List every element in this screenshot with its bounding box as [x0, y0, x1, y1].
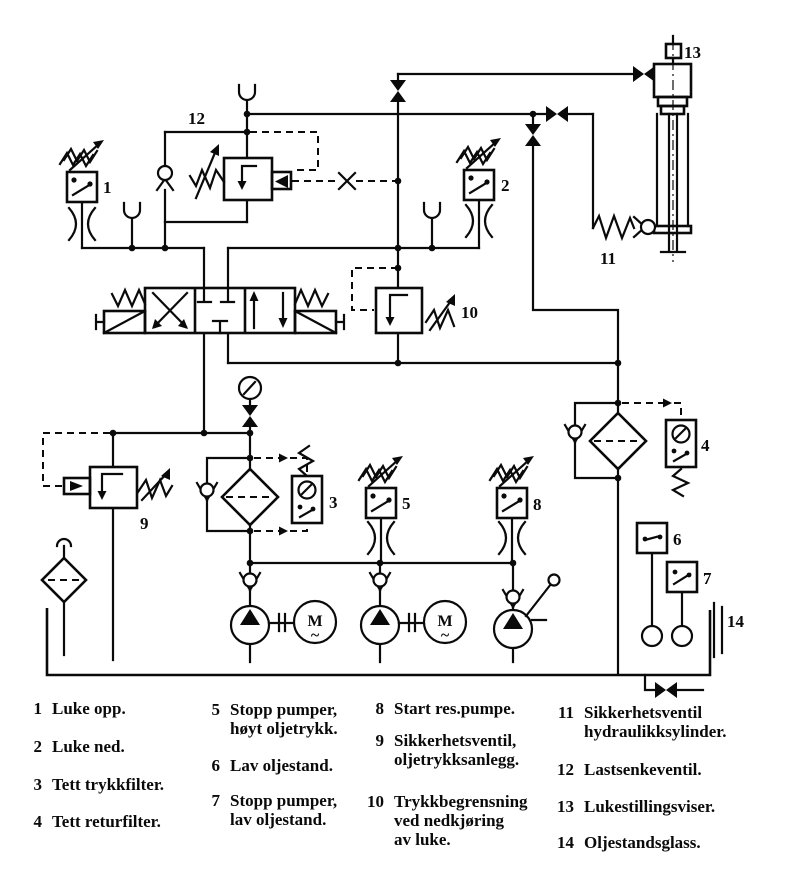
test-point-icon: [122, 201, 142, 220]
pressure-switch-5: 5: [357, 454, 411, 556]
drain-valve-icon: [655, 682, 677, 698]
level-switch-7: 7: [665, 560, 712, 594]
pressure-switch-8: 8: [488, 454, 542, 556]
level-switch-6: 6: [635, 521, 682, 555]
hand-lever-icon: [547, 573, 561, 587]
legend-item-6: 6 Lav oljestand.: [211, 756, 333, 775]
motor-label: M: [437, 613, 452, 630]
motor-2: M ~: [397, 599, 468, 645]
oil-tank: [45, 608, 712, 677]
component-label-2: 2: [501, 176, 510, 195]
component-label-1: 1: [103, 178, 112, 197]
return-filter: 4: [563, 411, 710, 498]
legend-item-4: 4 Tett returfilter.: [33, 812, 161, 831]
component-label-4: 4: [701, 436, 710, 455]
shutoff-valve-icon: [390, 80, 406, 102]
hand-pump: [492, 573, 561, 650]
pilot-lines: [42, 131, 682, 536]
component-label-11: 11: [600, 249, 616, 268]
pump-2: [359, 604, 401, 646]
component-label-9: 9: [140, 514, 149, 533]
pipes: [62, 72, 705, 692]
shutoff-valve-icon: [633, 66, 655, 82]
component-label-6: 6: [673, 530, 682, 549]
component-label-12: 12: [188, 109, 205, 128]
float-icon: [670, 624, 694, 648]
component-label-14: 14: [727, 612, 745, 631]
float-icon: [640, 624, 664, 648]
legend-item-11: 11 Sikkerhetsventil hydraulikksylinder.: [557, 703, 727, 741]
legend-item-9: 9 Sikkerhetsventil, oljetrykksanlegg.: [375, 731, 520, 769]
safety-valve-11: 11: [591, 212, 657, 268]
load-lowering-valve-12: 12: [155, 109, 293, 202]
check-valve-icon: [368, 571, 392, 592]
test-point-icon: [422, 201, 442, 220]
hydraulic-schematic: 1 2 5 8 12: [40, 34, 745, 698]
breather-filter: [40, 537, 88, 604]
component-label-13: 13: [684, 43, 701, 62]
motor-wave: ~: [441, 627, 450, 644]
motor-1: M ~: [267, 599, 338, 645]
directional-valve: [94, 246, 346, 335]
pressure-filter-3: 3: [195, 444, 338, 527]
legend-item-3: 3 Tett trykkfilter.: [33, 775, 165, 794]
legend-item-13: 13 Lukestillingsviser.: [557, 797, 716, 816]
legend-item-5: 5 Stopp pumper, høyt oljetrykk.: [211, 700, 338, 738]
pump-1: [229, 604, 271, 646]
legend-item-14: 14 Oljestandsglass.: [557, 833, 701, 852]
component-label-10: 10: [461, 303, 478, 322]
pressure-switch-2: 2: [455, 136, 510, 239]
legend-item-12: 12 Lastsenkeventil.: [557, 760, 702, 779]
legend-item-7: 7 Stopp pumper, lav oljestand.: [211, 791, 338, 829]
relief-valve-10: 10: [374, 286, 478, 335]
legend-item-8: 8 Start res.pumpe.: [375, 699, 516, 718]
check-valve-icon: [501, 588, 525, 609]
legend-item-10: 10 Trykkbegrensning ved nedkjøring av lu…: [367, 792, 528, 849]
pressure-switch-1: 1: [58, 138, 112, 242]
shutoff-valve-icon: [242, 405, 258, 427]
legend-item-2: 2 Luke ned.: [33, 737, 125, 756]
shutoff-valve-icon: [525, 124, 541, 146]
check-valve-icon: [156, 164, 174, 182]
component-label-3: 3: [329, 493, 338, 512]
junction-dots: [109, 110, 622, 567]
component-label-5: 5: [402, 494, 411, 513]
relief-valve-9: 9: [62, 465, 174, 533]
motor-label: M: [307, 613, 322, 630]
oil-level-glass-14: 14: [712, 601, 745, 659]
shutoff-valve-icon: [546, 106, 568, 122]
test-point-icon: [237, 83, 257, 102]
check-valve-icon: [238, 571, 262, 592]
component-label-8: 8: [533, 495, 542, 514]
pressure-gauge-icon: [237, 375, 263, 401]
hydraulic-cylinder: 13: [652, 34, 701, 262]
component-label-7: 7: [703, 569, 712, 588]
motor-wave: ~: [311, 627, 320, 644]
legend-item-1: 1 Luke opp.: [33, 699, 126, 718]
